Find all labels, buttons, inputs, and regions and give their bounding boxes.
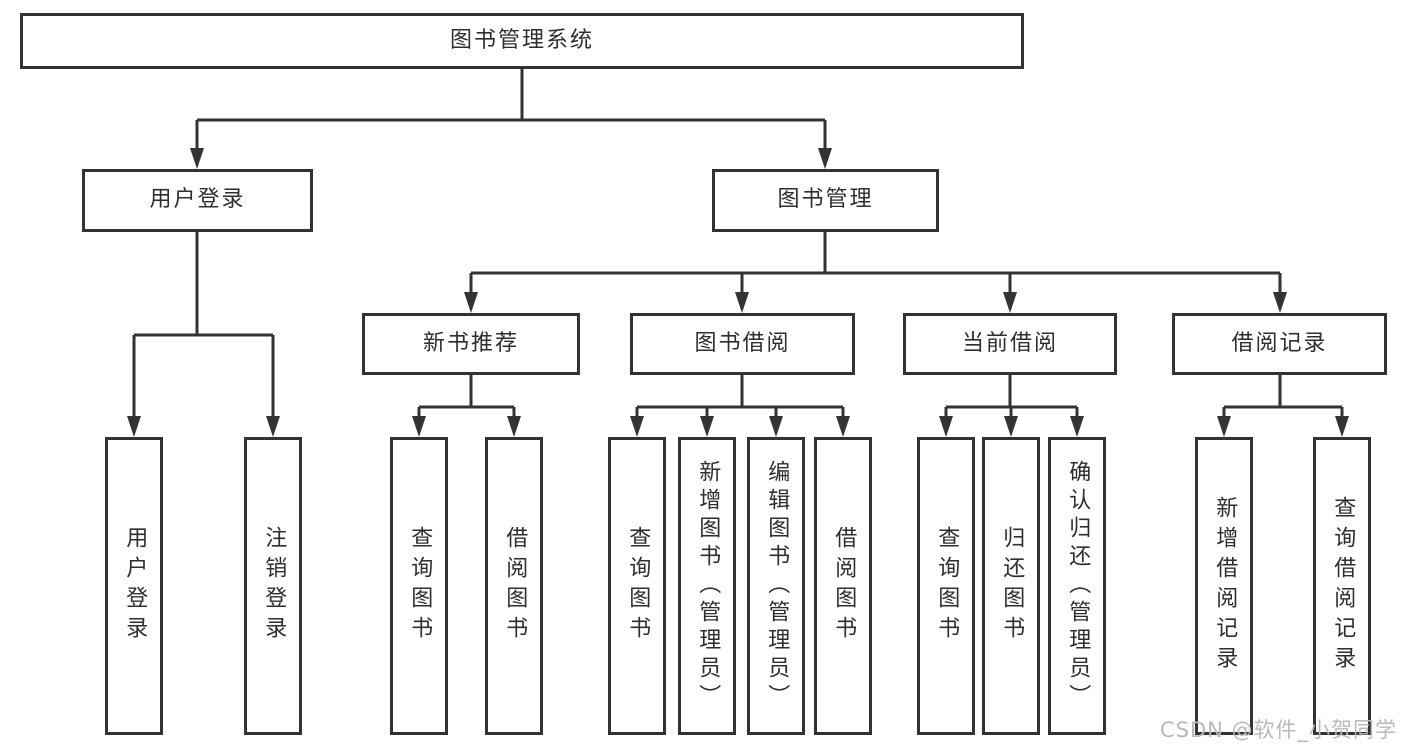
arrow-to-leaf-nb-borrow bbox=[507, 416, 521, 437]
leaf-cb-query-books: 查询图书 bbox=[917, 437, 975, 735]
leaf-logout: 注销登录 bbox=[244, 437, 302, 735]
arrow-to-leaf-cb-return bbox=[1004, 416, 1018, 437]
arrow-to-leaf-cb-confirm bbox=[1070, 416, 1084, 437]
arrow-to-new-book bbox=[464, 292, 478, 313]
arrow-to-leaf-user-login bbox=[127, 416, 141, 437]
arrow-to-leaf-nb-query bbox=[412, 416, 426, 437]
arrow-to-leaf-cb-query bbox=[939, 416, 953, 437]
arrow-to-leaf-bb-query bbox=[630, 416, 644, 437]
leaf-br-query-record: 查询借阅记录 bbox=[1313, 437, 1371, 735]
arrow-to-leaf-bb-edit bbox=[769, 416, 783, 437]
node-borrowing-records: 借阅记录 bbox=[1172, 313, 1387, 375]
arrow-to-book-mgmt-branch bbox=[818, 148, 832, 169]
leaf-bb-query-books: 查询图书 bbox=[608, 437, 666, 735]
node-current-borrowing: 当前借阅 bbox=[903, 313, 1117, 375]
connector-userlogin-to-leaves bbox=[132, 232, 275, 418]
arrow-to-current-borrowing bbox=[1003, 292, 1017, 313]
node-book-mgmt-branch: 图书管理 bbox=[712, 169, 939, 232]
arrow-to-book-borrowing bbox=[735, 292, 749, 313]
connector-borrowing-to-leaves bbox=[635, 375, 845, 418]
connector-records-to-leaves bbox=[1222, 375, 1344, 418]
connector-root-to-branches bbox=[195, 69, 827, 150]
leaf-nb-query-books: 查询图书 bbox=[390, 437, 448, 735]
arrow-to-leaf-br-add bbox=[1217, 416, 1231, 437]
leaf-cb-confirm-return-admin: 确认归还（管理员） bbox=[1048, 437, 1106, 735]
arrow-to-leaf-logout bbox=[266, 416, 280, 437]
arrow-to-borrowing-records bbox=[1273, 292, 1287, 313]
connector-newbook-to-leaves bbox=[417, 375, 516, 418]
arrow-to-leaf-bb-borrow bbox=[836, 416, 850, 437]
node-root-system: 图书管理系统 bbox=[20, 13, 1024, 69]
connector-bookmgmt-to-modules bbox=[469, 232, 1282, 294]
node-book-borrowing: 图书借阅 bbox=[630, 313, 855, 375]
arrow-to-leaf-bb-add bbox=[700, 416, 714, 437]
node-user-login-branch: 用户登录 bbox=[82, 169, 313, 232]
leaf-br-add-record: 新增借阅记录 bbox=[1195, 437, 1253, 735]
arrowheads bbox=[127, 148, 1349, 437]
node-new-book-recommend: 新书推荐 bbox=[362, 313, 580, 375]
leaf-bb-add-books-admin: 新增图书（管理员） bbox=[678, 437, 736, 735]
connector-current-to-leaves bbox=[944, 375, 1079, 418]
csdn-watermark: CSDN @软件_小贺同学 bbox=[1160, 718, 1398, 742]
arrow-to-leaf-br-query bbox=[1335, 416, 1349, 437]
leaf-cb-return-books: 归还图书 bbox=[982, 437, 1040, 735]
arrow-to-user-login-branch bbox=[190, 148, 204, 169]
leaf-bb-edit-books-admin: 编辑图书（管理员） bbox=[747, 437, 805, 735]
leaf-nb-borrow-books: 借阅图书 bbox=[485, 437, 543, 735]
leaf-bb-borrow-books: 借阅图书 bbox=[814, 437, 872, 735]
leaf-user-login: 用户登录 bbox=[105, 437, 163, 735]
